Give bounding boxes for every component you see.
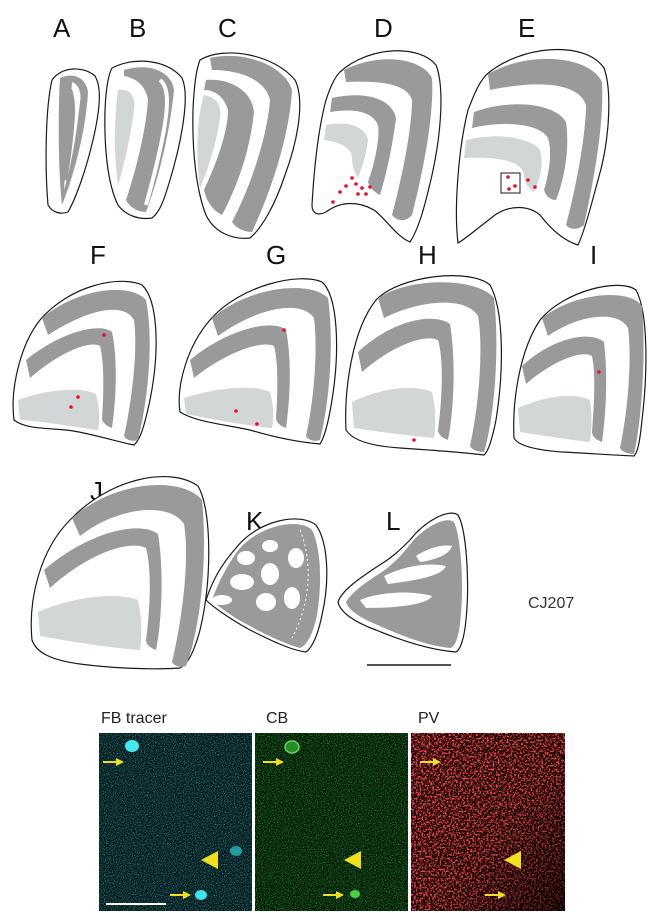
cb-labeled-cell-lower bbox=[350, 890, 360, 898]
panel-f: F bbox=[13, 240, 156, 445]
panel-letter-h: H bbox=[418, 240, 437, 270]
panel-letter-c: C bbox=[218, 13, 237, 43]
panel-letter-l: L bbox=[386, 506, 400, 536]
fb-labeled-cell-lower bbox=[195, 890, 207, 900]
panel-letter-f: F bbox=[90, 240, 106, 270]
panel-g: G bbox=[179, 240, 336, 444]
pv-label: PV bbox=[418, 710, 440, 727]
case-id-label: CJ207 bbox=[528, 595, 574, 612]
cb-labeled-cell-upper bbox=[285, 741, 299, 753]
fb-labeled-cell-upper bbox=[125, 740, 139, 752]
cb-label: CB bbox=[266, 710, 288, 727]
panel-letter-g: G bbox=[266, 240, 286, 270]
panel-b: B bbox=[105, 13, 185, 218]
micrograph-labels: FB tracer CB PV bbox=[101, 710, 440, 727]
panel-j: J bbox=[31, 476, 209, 669]
panel-l: L bbox=[338, 506, 468, 652]
micrograph-fb bbox=[99, 733, 252, 911]
labeled-cells-h bbox=[412, 438, 416, 442]
panel-c: C bbox=[193, 13, 300, 238]
panel-e: E bbox=[456, 13, 608, 245]
panel-a: A bbox=[46, 13, 99, 213]
panel-d: D bbox=[312, 13, 441, 242]
panel-letter-i: I bbox=[590, 240, 597, 270]
panel-letter-a: A bbox=[53, 13, 71, 43]
panel-letter-e: E bbox=[518, 13, 535, 43]
panel-letter-b: B bbox=[129, 13, 146, 43]
panel-i: I bbox=[514, 240, 646, 456]
panel-letter-d: D bbox=[374, 13, 393, 43]
labeled-cells-i bbox=[597, 370, 601, 374]
panel-k: K bbox=[206, 506, 327, 652]
panel-h: H bbox=[346, 240, 502, 455]
fb-tracer-label: FB tracer bbox=[101, 710, 167, 727]
